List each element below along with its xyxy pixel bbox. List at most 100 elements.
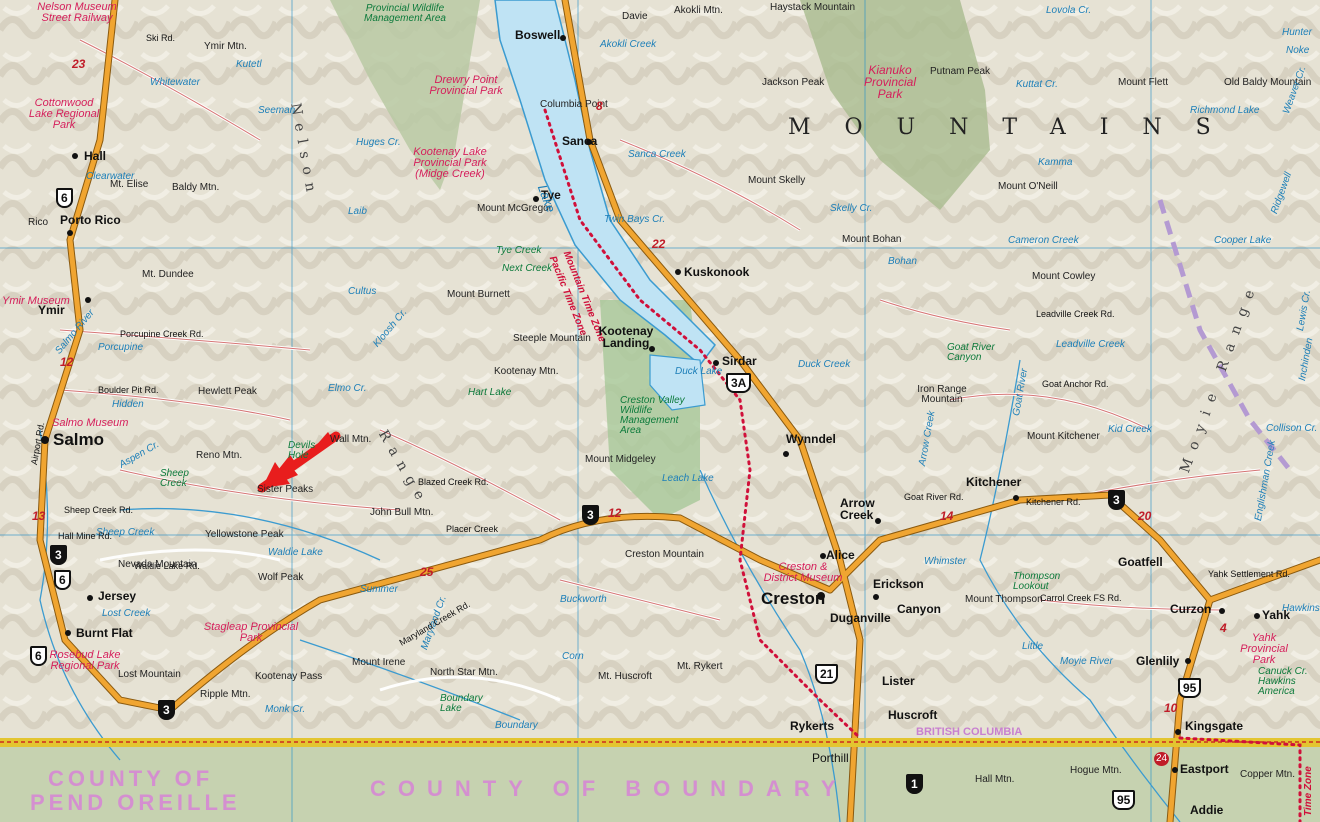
town-kootenay-landing[interactable]: Kootenay Landing <box>598 324 654 350</box>
road-goat-river: Goat River Rd. <box>904 492 964 502</box>
water-sheep-creek: Sheep Creek <box>96 527 155 538</box>
town-kuskonook[interactable]: Kuskonook <box>684 265 750 279</box>
feature-mount-kitchener: Mount Kitchener <box>1027 431 1100 442</box>
highway-shield-3-kitchener[interactable]: 3 <box>1108 490 1125 510</box>
highway-shield-95-glenlily[interactable]: 95 <box>1178 678 1202 698</box>
water-duck-creek: Duck Creek <box>798 359 851 370</box>
green-tye-creek: Tye Creek <box>496 245 542 256</box>
highway-shield-3-stagleap[interactable]: 3 <box>158 700 175 720</box>
town-addie[interactable]: Addie <box>1190 803 1224 817</box>
water-leach-lake: Leach Lake <box>662 473 714 484</box>
town-alice[interactable]: Alice <box>826 548 855 562</box>
town-kingsgate[interactable]: Kingsgate <box>1185 719 1244 733</box>
time-zone-east: Time Zone <box>1303 766 1314 816</box>
park-cottonwood-lake[interactable]: Cottonwood Lake Regional Park <box>28 97 100 131</box>
town-erickson[interactable]: Erickson <box>873 577 924 591</box>
water-cultus: Cultus <box>348 286 377 297</box>
route-8: 8 <box>596 99 603 113</box>
feature-mount-cowley: Mount Cowley <box>1032 271 1096 282</box>
duck-lake <box>649 354 706 411</box>
park-yahk[interactable]: Yahk Provincial Park <box>1240 632 1288 666</box>
museum-creston[interactable]: Creston & District Museum <box>763 561 843 584</box>
town-yahk[interactable]: Yahk <box>1262 608 1291 622</box>
highway-shield-6-hall[interactable]: 6 <box>56 188 73 208</box>
highway-shield-21[interactable]: 21 <box>815 664 839 684</box>
route-12-west: 12 <box>60 355 74 369</box>
water-leadville-creek: Leadville Creek <box>1056 339 1125 350</box>
feature-columbia-point: Columbia Point <box>540 99 608 110</box>
water-huges-cr: Huges Cr. <box>356 137 401 148</box>
town-lister[interactable]: Lister <box>882 674 915 688</box>
feature-mount-irene: Mount Irene <box>352 657 406 668</box>
wildlife-area-provincial: Provincial Wildlife Management Area <box>364 3 446 24</box>
town-canyon[interactable]: Canyon <box>897 602 942 616</box>
town-burnt-flat[interactable]: Burnt Flat <box>76 626 133 640</box>
highway-shield-6-burnt-flat[interactable]: 6 <box>30 646 47 666</box>
feature-copper-mtn: Copper Mtn. <box>1240 769 1296 780</box>
feature-old-baldy-mountain: Old Baldy Mountain <box>1224 77 1312 88</box>
town-rico[interactable]: Rico <box>28 217 49 228</box>
park-kootenay-lake[interactable]: Kootenay Lake Provincial Park (Midge Cre… <box>413 146 487 180</box>
highway-shield-95-south[interactable]: 95 <box>1112 790 1136 810</box>
water-monk-cr: Monk Cr. <box>265 704 306 715</box>
route-25: 25 <box>420 565 434 579</box>
water-porcupine: Porcupine <box>98 342 144 353</box>
kianuko-park <box>800 0 990 210</box>
town-creston[interactable]: Creston <box>761 589 826 608</box>
town-sirdar[interactable]: Sirdar <box>722 354 757 368</box>
town-boswell[interactable]: Boswell <box>515 28 561 42</box>
highway-shield-3-creston[interactable]: 3 <box>582 505 599 525</box>
feature-creston-mountain: Creston Mountain <box>625 549 704 560</box>
feature-wolf-peak: Wolf Peak <box>258 572 304 583</box>
park-rosebud-lake[interactable]: Rosebud Lake Regional Park <box>49 649 121 672</box>
town-rykerts[interactable]: Rykerts <box>790 719 835 733</box>
town-arrow-creek[interactable]: Arrow Creek <box>840 496 875 522</box>
town-tye[interactable]: Tye <box>541 188 561 202</box>
town-huscroft[interactable]: Huscroft <box>888 708 938 722</box>
highway-shield-3a[interactable]: 3A <box>726 373 752 393</box>
feature-mt-rykert: Mt. Rykert <box>677 661 723 672</box>
town-duganville[interactable]: Duganville <box>830 611 891 625</box>
highway-shield-6-salmo[interactable]: 6 <box>54 570 71 590</box>
town-jersey[interactable]: Jersey <box>98 589 137 603</box>
feature-akokli-mtn: Akokli Mtn. <box>674 5 723 16</box>
highway-shield-1[interactable]: 1 <box>906 774 923 794</box>
park-drewry-point[interactable]: Drewry Point Provincial Park <box>429 74 503 97</box>
feature-mount-skelly: Mount Skelly <box>748 175 806 186</box>
town-hall[interactable]: Hall <box>84 149 107 163</box>
water-hawkins: Hawkins <box>1282 603 1320 614</box>
park-stagleap[interactable]: Stagleap Provincial Park <box>203 621 299 644</box>
town-eastport[interactable]: Eastport <box>1180 762 1229 776</box>
feature-wall-mtn: Wall Mtn. <box>330 434 372 445</box>
border-label: BRITISH COLUMBIA <box>916 726 1023 738</box>
feature-north-star-mtn: North Star Mtn. <box>430 667 498 678</box>
town-porto-rico[interactable]: Porto Rico <box>60 213 121 227</box>
road-blazed-creek: Blazed Creek Rd. <box>418 477 489 487</box>
feature-davie: Davie <box>622 11 648 22</box>
town-goatfell[interactable]: Goatfell <box>1118 555 1163 569</box>
museum-salmo[interactable]: Salmo Museum <box>52 417 129 429</box>
route-23: 23 <box>72 57 86 71</box>
town-ymir[interactable]: Ymir <box>38 303 65 317</box>
wildlife-area-creston-valley: Creston Valley Wildlife Management Area <box>620 395 685 436</box>
museum-ymir[interactable]: Ymir Museum <box>2 295 70 307</box>
museum-nelson[interactable]: Nelson Museum Street Railway <box>37 1 117 24</box>
feature-putnam-peak: Putnam Peak <box>930 66 991 77</box>
town-porthill[interactable]: Porthill <box>812 751 849 765</box>
town-wynndel[interactable]: Wynndel <box>786 432 836 446</box>
park-kianuko[interactable]: Kianuko Provincial Park <box>863 63 917 101</box>
water-lost-creek: Lost Creek <box>102 608 151 619</box>
route-24: 24 <box>1154 752 1170 766</box>
town-sanca[interactable]: Sanca <box>562 134 598 148</box>
feature-hogue-mtn: Hogue Mtn. <box>1070 765 1122 776</box>
town-glenlily[interactable]: Glenlily <box>1136 654 1180 668</box>
town-curzon[interactable]: Curzon <box>1170 602 1212 616</box>
highway-shield-3-salmo[interactable]: 3 <box>50 545 67 565</box>
water-richmond-lake: Richmond Lake <box>1190 105 1260 116</box>
route-22: 22 <box>652 237 666 251</box>
town-salmo[interactable]: Salmo <box>53 430 105 449</box>
water-twin-bays-cr: Twin Bays Cr. <box>604 214 666 225</box>
town-kitchener[interactable]: Kitchener <box>966 475 1022 489</box>
